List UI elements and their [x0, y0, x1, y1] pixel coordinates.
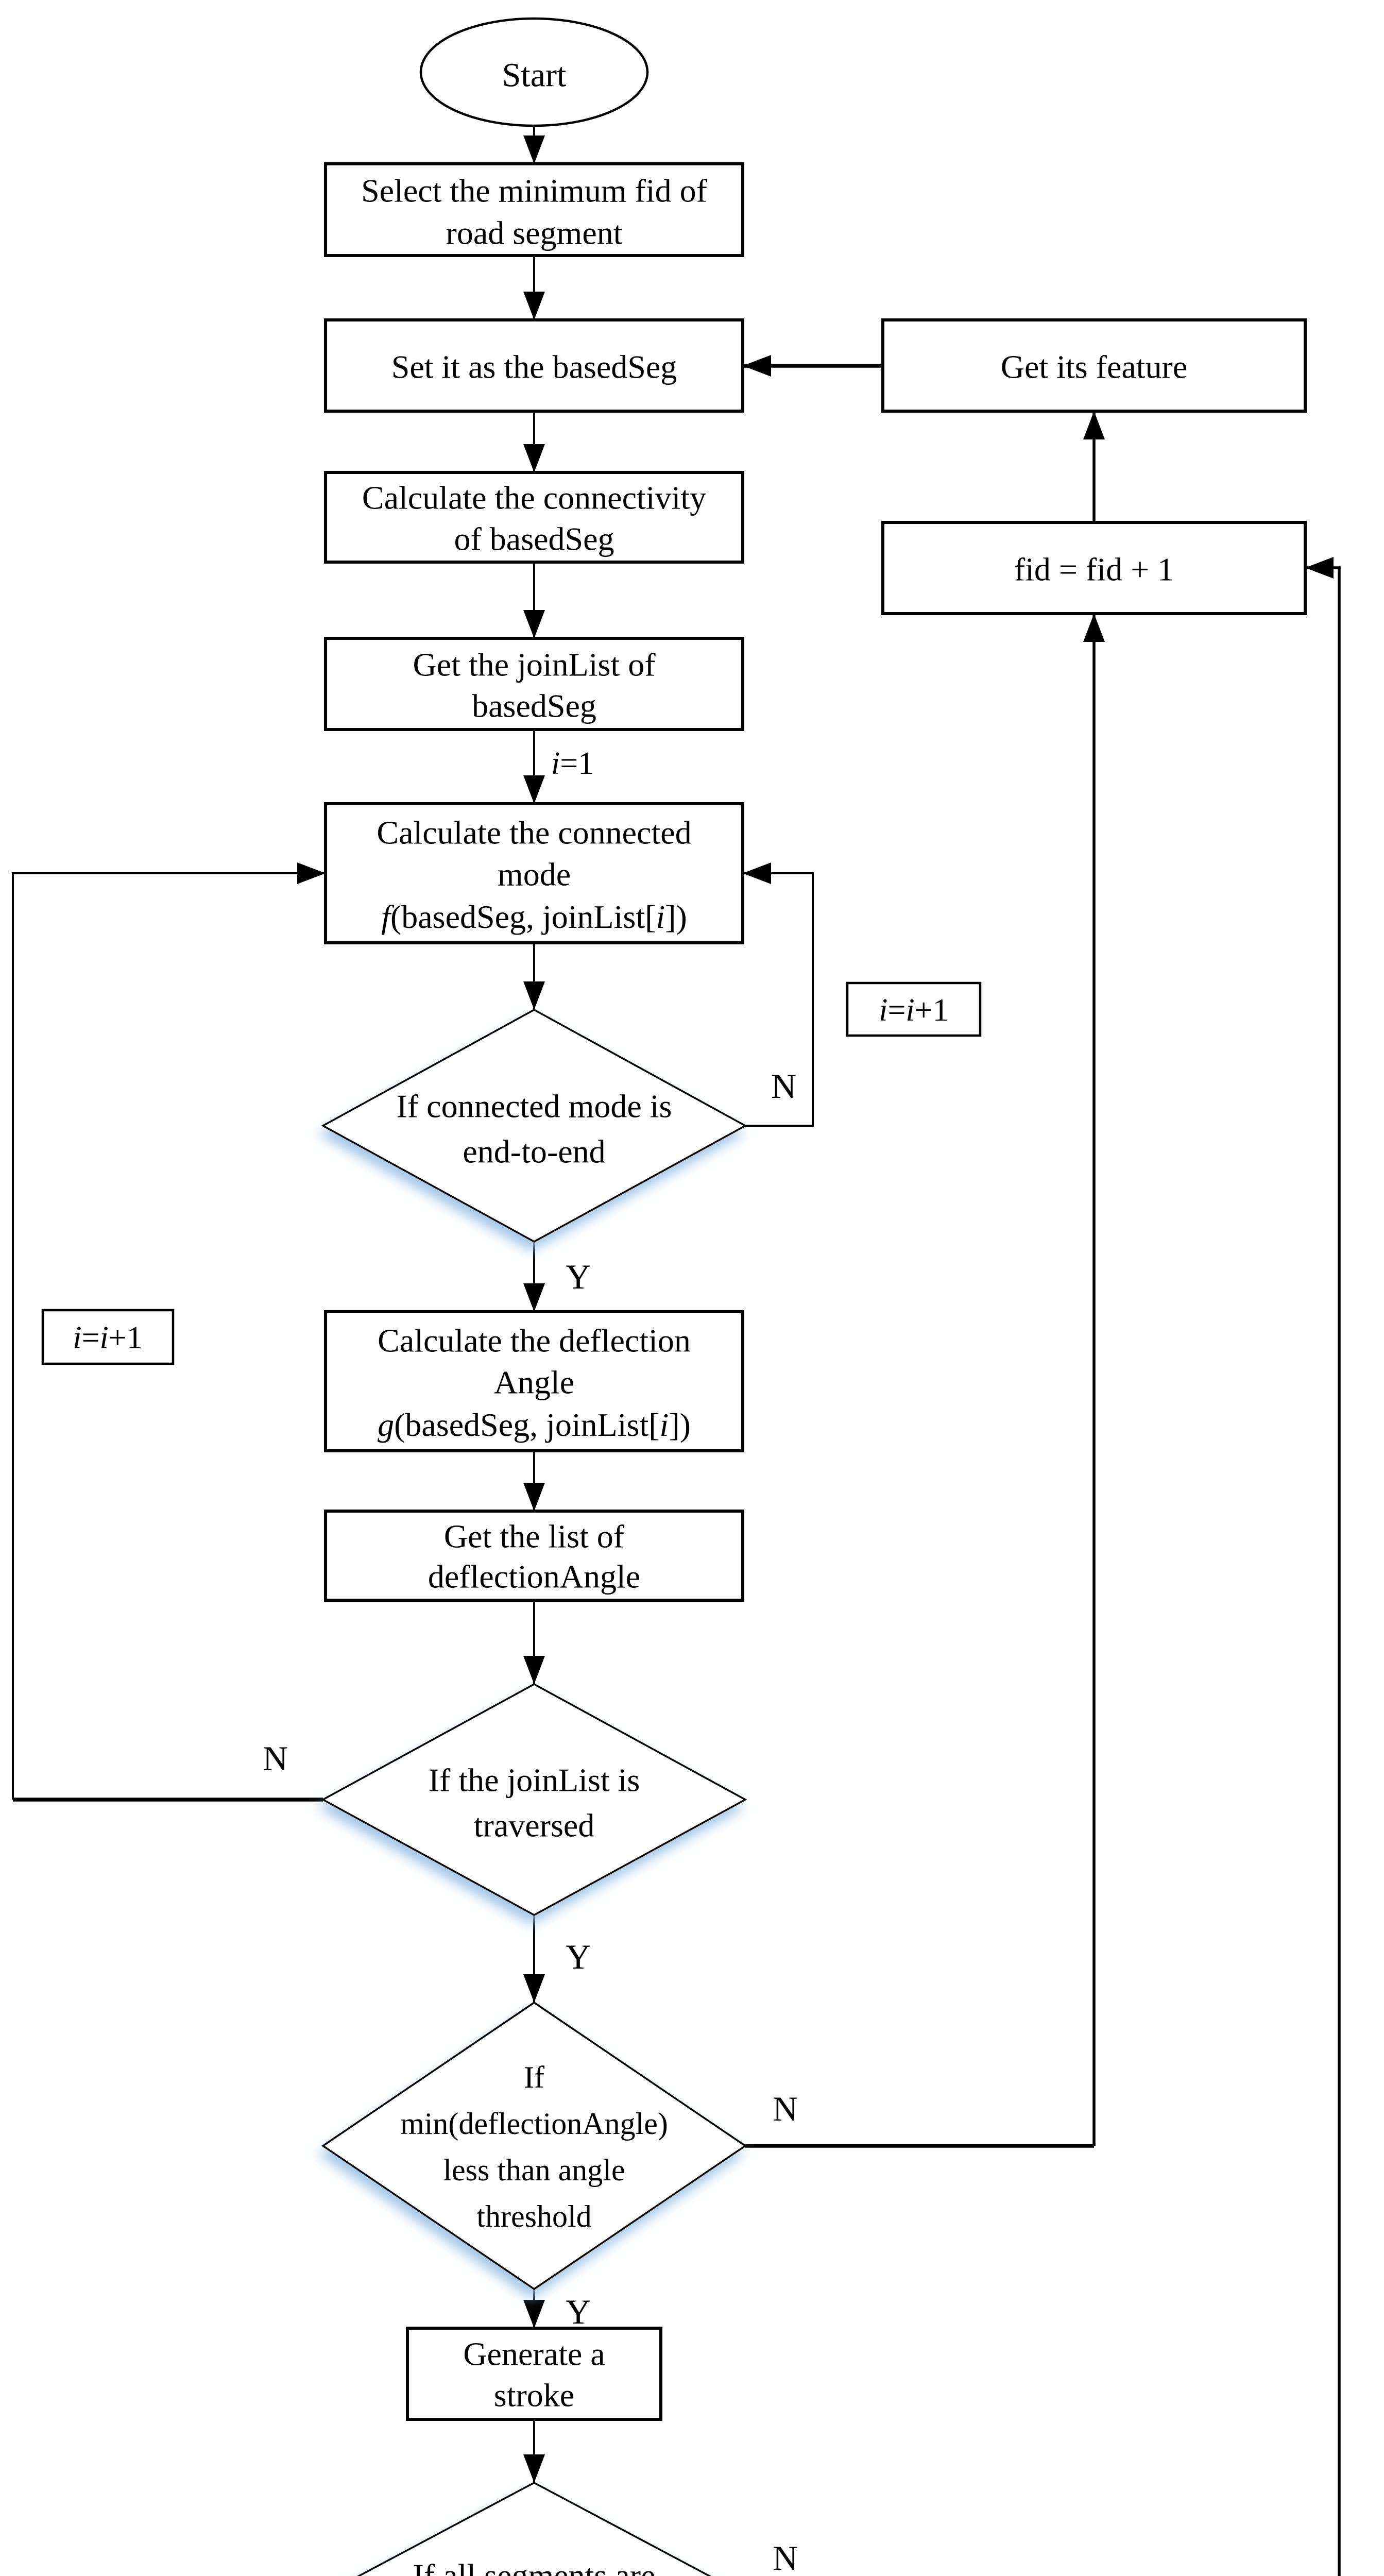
joinlist-traversed-line1: If the joinList is — [429, 1762, 640, 1799]
calc-connected-mode-line1: Calculate the connected — [377, 815, 691, 851]
edge-label-no-4: N — [773, 2538, 798, 2576]
decision-end-to-end: If connected mode is end-to-end — [321, 1009, 747, 1243]
process-calc-deflection: Calculate the deflection Angle g(basedSe… — [324, 1310, 744, 1452]
fid-increment-label: fid = fid + 1 — [1014, 551, 1174, 588]
joinlist-traversed-diamond — [321, 1683, 747, 1916]
process-get-joinlist: Get the joinList of basedSeg — [324, 637, 744, 731]
set-basedseg-label: Set it as the basedSeg — [391, 349, 677, 385]
calc-deflection-line3: g(basedSeg, joinList[i]) — [378, 1406, 691, 1443]
process-i-increment-right: i=i+1 — [846, 981, 982, 1037]
edge-endtoend-no-loop — [743, 862, 814, 1127]
end-to-end-line1: If connected mode is — [397, 1088, 672, 1125]
get-joinlist-line2: basedSeg — [472, 688, 596, 724]
get-joinlist-line1: Get the joinList of — [413, 647, 656, 683]
calc-deflection-box — [324, 1310, 744, 1452]
process-i-increment-left: i=i+1 — [41, 1309, 175, 1365]
min-angle-line1: If — [524, 2060, 544, 2094]
edge-label-i-init: i=1 — [551, 746, 594, 781]
generate-stroke-line2: stroke — [494, 2377, 574, 2414]
i-increment-right-label: i=i+1 — [879, 993, 948, 1028]
select-min-fid-box — [324, 162, 744, 257]
edge-label-no-2: N — [263, 1739, 288, 1778]
decision-all-segments-traversed: If all segments are traversed — [356, 2482, 712, 2576]
process-calc-connectivity: Calculate the connectivity of basedSeg — [324, 471, 744, 564]
generate-stroke-box — [406, 2327, 662, 2421]
decision-min-angle: If min(deflectionAngle) less than angle … — [321, 2001, 747, 2291]
all-segments-line1: If all segments are — [413, 2557, 656, 2576]
edge-label-no-1: N — [771, 1066, 796, 1106]
edge-label-yes-1: Y — [566, 1257, 591, 1296]
get-feature-label: Get its feature — [1001, 349, 1188, 385]
calc-connected-mode-box — [324, 802, 744, 944]
process-generate-stroke: Generate a stroke — [406, 2327, 662, 2421]
i-increment-left-box — [41, 1309, 175, 1365]
min-angle-diamond — [321, 2001, 747, 2291]
end-to-end-line2: end-to-end — [463, 1133, 605, 1170]
get-joinlist-box — [324, 637, 744, 731]
min-angle-line4: threshold — [476, 2199, 591, 2233]
select-min-fid-line1: Select the minimum fid of — [361, 173, 708, 209]
calc-connectivity-line2: of basedSeg — [454, 521, 614, 557]
process-select-min-fid: Select the minimum fid of road segment — [324, 162, 744, 257]
edge-label-yes-2: Y — [566, 1937, 591, 1976]
start-ellipse — [419, 17, 649, 127]
calc-deflection-line1: Calculate the deflection — [378, 1323, 691, 1359]
get-deflection-list-line1: Get the list of — [444, 1518, 625, 1555]
edge-allsegments-no-to-fid — [1305, 557, 1341, 2576]
start-terminator: Start — [419, 17, 649, 127]
min-angle-line3: less than angle — [443, 2153, 625, 2187]
i-increment-left-label: i=i+1 — [73, 1320, 142, 1355]
process-set-basedseg: Set it as the basedSeg — [324, 318, 744, 413]
set-basedseg-box — [324, 318, 744, 413]
edge-label-yes-3: Y — [566, 2292, 591, 2331]
end-to-end-diamond — [321, 1009, 747, 1243]
select-min-fid-line2: road segment — [446, 215, 623, 251]
calc-connectivity-box — [324, 471, 744, 564]
min-angle-line2: min(deflectionAngle) — [400, 2107, 668, 2141]
all-segments-diamond — [356, 2482, 712, 2576]
start-label: Start — [502, 57, 567, 94]
i-increment-right-box — [846, 981, 982, 1037]
get-deflection-list-line2: deflectionAngle — [428, 1558, 640, 1595]
process-calc-connected-mode: Calculate the connected mode f(basedSeg,… — [324, 802, 744, 944]
calc-connected-mode-line2: mode — [498, 856, 571, 893]
joinlist-traversed-line2: traversed — [474, 1807, 595, 1844]
calc-deflection-line2: Angle — [494, 1364, 574, 1401]
process-fid-increment: fid = fid + 1 — [881, 521, 1307, 615]
edge-traversed-no-loop — [12, 862, 326, 1800]
process-get-deflection-list: Get the list of deflectionAngle — [324, 1510, 744, 1602]
fid-increment-box — [881, 521, 1307, 615]
generate-stroke-line1: Generate a — [463, 2336, 605, 2372]
get-deflection-list-box — [324, 1510, 744, 1602]
process-get-feature: Get its feature — [881, 318, 1307, 413]
decision-joinlist-traversed: If the joinList is traversed — [321, 1683, 747, 1916]
edge-label-no-3: N — [773, 2089, 798, 2128]
get-feature-box — [881, 318, 1307, 413]
calc-connectivity-line1: Calculate the connectivity — [362, 480, 706, 516]
calc-connected-mode-line3: f(basedSeg, joinList[i]) — [381, 899, 687, 935]
